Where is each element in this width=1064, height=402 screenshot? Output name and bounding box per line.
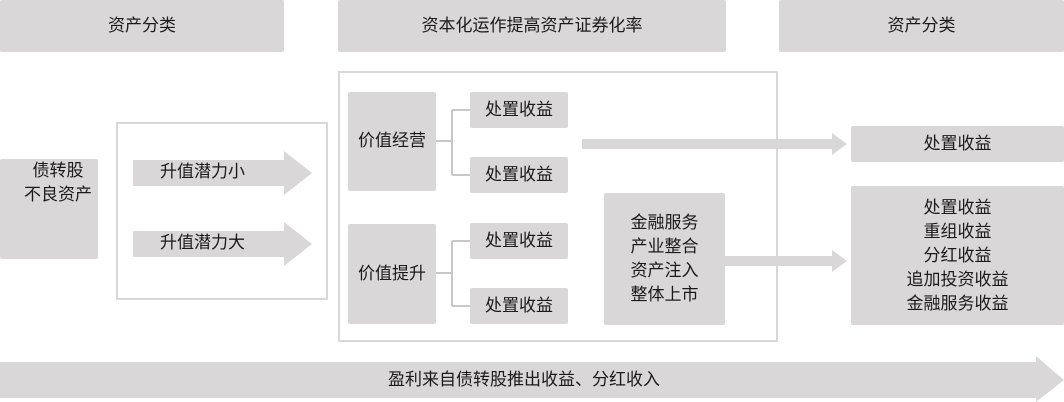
value-manage-box: 价值经营 — [348, 92, 436, 191]
bottom-arrow-shape — [0, 356, 1064, 402]
result-multi-box: 处置收益 重组收益 分红收益 追加投资收益 金融服务收益 — [851, 186, 1064, 325]
header-middle: 资本化运作提高资产证券化率 — [338, 0, 726, 52]
disposal-label-4: 处置收益 — [485, 295, 553, 316]
bracket-improve — [436, 240, 470, 307]
capital-operation-frame — [338, 71, 778, 342]
result-line-4: 追加投资收益 — [906, 269, 1009, 290]
disposal-box-3: 处置收益 — [470, 223, 568, 259]
result-single-label: 处置收益 — [923, 133, 992, 154]
disposal-label-2: 处置收益 — [485, 164, 553, 185]
disposal-label-3: 处置收益 — [485, 230, 553, 251]
header-left: 资产分类 — [0, 0, 284, 52]
capital-ops-line-3: 资产注入 — [630, 261, 699, 281]
header-left-label: 资产分类 — [108, 15, 176, 36]
capital-ops-line-1: 金融服务 — [630, 213, 699, 233]
arrow-to-single-result — [582, 133, 847, 155]
value-improve-label: 价值提升 — [358, 263, 426, 284]
capital-ops-line-2: 产业整合 — [630, 237, 699, 257]
disposal-box-1: 处置收益 — [470, 92, 568, 128]
arrow-to-multi-result — [725, 250, 847, 272]
capital-ops-line-4: 整体上市 — [630, 285, 699, 305]
high-potential-label: 升值潜力大 — [160, 233, 245, 253]
arrow-low-potential — [133, 151, 312, 195]
disposal-label-1: 处置收益 — [485, 99, 553, 120]
low-potential-label: 升值潜力小 — [160, 162, 245, 182]
result-line-2: 重组收益 — [923, 221, 992, 242]
header-right: 资产分类 — [779, 0, 1064, 52]
source-line-1: 债转股 — [32, 161, 84, 181]
disposal-box-2: 处置收益 — [470, 157, 568, 193]
result-single-box: 处置收益 — [851, 126, 1064, 162]
value-improve-box: 价值提升 — [348, 224, 436, 324]
bottom-arrow-label: 盈利来自债转股推出收益、分红收入 — [388, 370, 660, 390]
header-right-label: 资产分类 — [887, 15, 956, 36]
bracket-manage — [436, 109, 470, 176]
disposal-box-4: 处置收益 — [470, 288, 568, 324]
arrow-high-potential — [133, 222, 312, 266]
potential-frame — [116, 122, 328, 300]
result-line-1: 处置收益 — [923, 197, 992, 218]
capital-ops-box: 金融服务 产业整合 资产注入 整体上市 — [604, 193, 725, 325]
source-line-2: 不良资产 — [24, 185, 92, 205]
source-box: 债转股 不良资产 — [0, 159, 98, 259]
result-line-5: 金融服务收益 — [906, 293, 1009, 314]
header-middle-label: 资本化运作提高资产证券化率 — [421, 15, 643, 36]
result-line-3: 分红收益 — [923, 245, 992, 266]
value-manage-label: 价值经营 — [358, 131, 426, 151]
